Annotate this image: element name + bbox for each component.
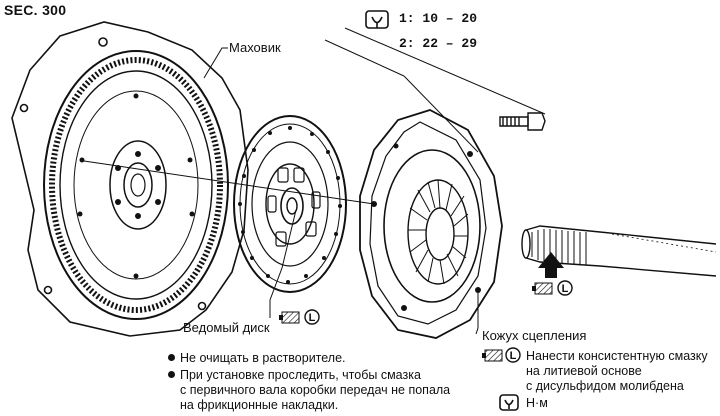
label-flywheel: Маховик xyxy=(229,40,281,55)
note-line: При установке проследить, чтобы смазка xyxy=(168,368,450,383)
legend-grease: Нанести консистентную смазку на литиевой… xyxy=(526,349,708,394)
grease-letter: L xyxy=(510,350,517,362)
input-shaft xyxy=(521,225,717,277)
flywheel-housing xyxy=(11,21,249,337)
bullet-icon xyxy=(168,354,175,361)
legend-torque-unit: Н·м xyxy=(526,396,548,410)
section-number: SEC. 300 xyxy=(4,2,67,18)
torque-wrench-icon xyxy=(499,394,519,411)
label-clutch-cover: Кожух сцепления xyxy=(482,328,587,343)
flywheel xyxy=(43,50,229,320)
legend-line: Нанести консистентную смазку xyxy=(526,349,708,363)
clutch-disc xyxy=(233,115,347,293)
label-clutch-disc: Ведомый диск xyxy=(183,320,270,335)
bullet-icon xyxy=(168,371,175,378)
legend-line: с дисульфидом молибдена xyxy=(526,379,684,393)
note-line: на фрикционные накладки. xyxy=(180,398,339,412)
note-grease-warning: При установке проследить, чтобы смазка с… xyxy=(168,368,450,413)
leader-lines xyxy=(203,27,546,335)
note-text: При установке проследить, чтобы смазка xyxy=(180,368,421,382)
arrow-up-icon xyxy=(538,252,564,278)
grease-tube-icon xyxy=(532,280,573,296)
torque-wrench-icon xyxy=(365,10,389,29)
note-solvent: Не очищать в растворителе. xyxy=(168,351,346,366)
clutch-cover xyxy=(359,109,503,339)
grease-tube-icon xyxy=(482,347,521,363)
grease-letter: L xyxy=(309,312,316,324)
grease-letter: L xyxy=(562,283,569,295)
torque-spec-2: 2: 22 – 29 xyxy=(399,36,478,51)
torque-spec-1: 1: 10 – 20 xyxy=(399,11,478,26)
note-line: с первичного вала коробки передач не поп… xyxy=(180,383,451,397)
center-axis-line xyxy=(83,160,375,205)
grease-tube-icon xyxy=(279,309,320,325)
mounting-bolt xyxy=(499,112,546,131)
legend-line: на литиевой основе xyxy=(526,364,642,378)
note-text: Не очищать в растворителе. xyxy=(180,351,346,365)
